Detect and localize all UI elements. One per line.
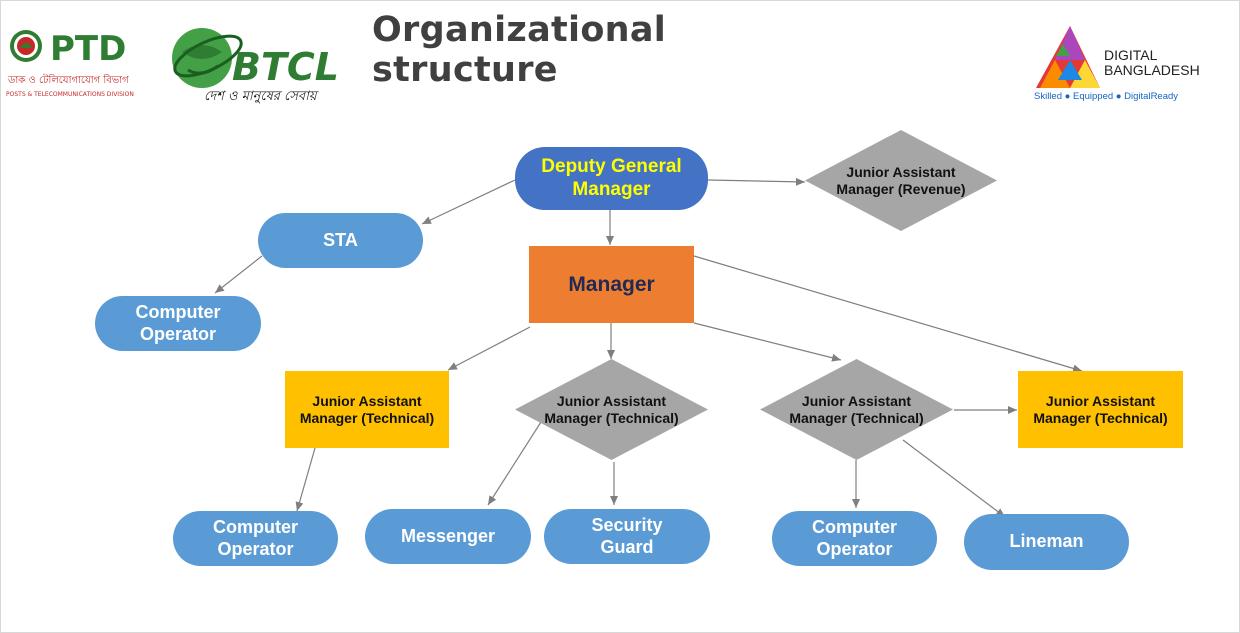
node-jam-technical-3: Junior Assistant Manager (Technical) (760, 359, 953, 460)
edge-jam3-lineman (902, 439, 1006, 518)
edge-dgm-jam-revenue (707, 177, 806, 186)
node-label: Junior Assistant Manager (Technical) (789, 392, 924, 426)
node-label: Lineman (1009, 531, 1084, 552)
node-label: Computer Operator (213, 516, 298, 559)
node-manager: Manager (529, 246, 694, 323)
edge-manager-jam3 (693, 322, 842, 362)
diamond-shape (760, 359, 953, 460)
node-label: Messenger (400, 525, 496, 546)
edge-jam2-messenger (487, 421, 542, 506)
node-computer-operator-left: Computer Operator (95, 296, 261, 351)
node-label: Computer Operator (812, 516, 897, 559)
edge-manager-jam1 (447, 326, 531, 371)
svg-text:PTD: PTD (50, 29, 126, 69)
digital-bangladesh-logo: DIGITAL BANGLADESH Skilled ● Equipped ● … (1030, 20, 1200, 102)
node-label: STA (323, 229, 358, 250)
edge-dgm-sta (421, 179, 516, 225)
svg-text:ডাক ও টেলিযোগাযোগ বিভাগ: ডাক ও টেলিযোগাযোগ বিভাগ (7, 73, 129, 86)
edge-jam1-co-bottom-1 (295, 447, 316, 512)
node-deputy-general-manager: Deputy General Manager (515, 147, 708, 210)
node-lineman: Lineman (964, 514, 1129, 570)
svg-text:দেশ ও মানুষের সেবায়: দেশ ও মানুষের সেবায় (204, 89, 319, 104)
svg-text:POSTS & TELECOMMUNICATIONS DIV: POSTS & TELECOMMUNICATIONS DIVISION (6, 91, 134, 98)
node-computer-operator-bottom-2: Computer Operator (772, 511, 937, 566)
svg-text:Skilled ● Equipped ● DigitalRe: Skilled ● Equipped ● DigitalReady (1034, 91, 1178, 102)
node-jam-technical-2: Junior Assistant Manager (Technical) (515, 359, 708, 460)
node-jam-technical-1: Junior Assistant Manager (Technical) (285, 371, 449, 448)
node-messenger: Messenger (365, 509, 531, 564)
page-title: Organizational structure (372, 10, 667, 90)
node-sta: STA (258, 213, 423, 268)
node-security-guard: Security Guard (544, 509, 710, 564)
edge-manager-jam4 (693, 255, 1083, 373)
node-label: Junior Assistant Manager (Revenue) (836, 163, 966, 197)
node-label: Deputy General Manager (541, 155, 682, 200)
node-label: Junior Assistant Manager (Technical) (299, 392, 435, 426)
diamond-shape (805, 130, 997, 231)
node-label: Junior Assistant Manager (Technical) (544, 392, 679, 426)
node-computer-operator-bottom-1: Computer Operator (173, 511, 338, 566)
node-jam-revenue: Junior Assistant Manager (Revenue) (805, 130, 997, 231)
svg-text:BTCL: BTCL (232, 45, 339, 89)
node-jam-technical-4: Junior Assistant Manager (Technical) (1018, 371, 1183, 448)
ptd-logo: PTD ডাক ও টেলিযোগাযোগ বিভাগ POSTS & TELE… (4, 26, 156, 100)
node-label: Manager (568, 272, 655, 296)
btcl-logo: BTCL দেশ ও মানুষের সেবায় (168, 18, 342, 104)
svg-text:DIGITAL: DIGITAL (1104, 47, 1158, 63)
edge-sta-co-left (214, 255, 263, 294)
node-label: Security Guard (591, 514, 663, 557)
diamond-shape (515, 359, 708, 460)
svg-text:BANGLADESH: BANGLADESH (1104, 62, 1200, 78)
node-label: Junior Assistant Manager (Technical) (1033, 392, 1168, 426)
node-label: Computer Operator (135, 301, 221, 344)
